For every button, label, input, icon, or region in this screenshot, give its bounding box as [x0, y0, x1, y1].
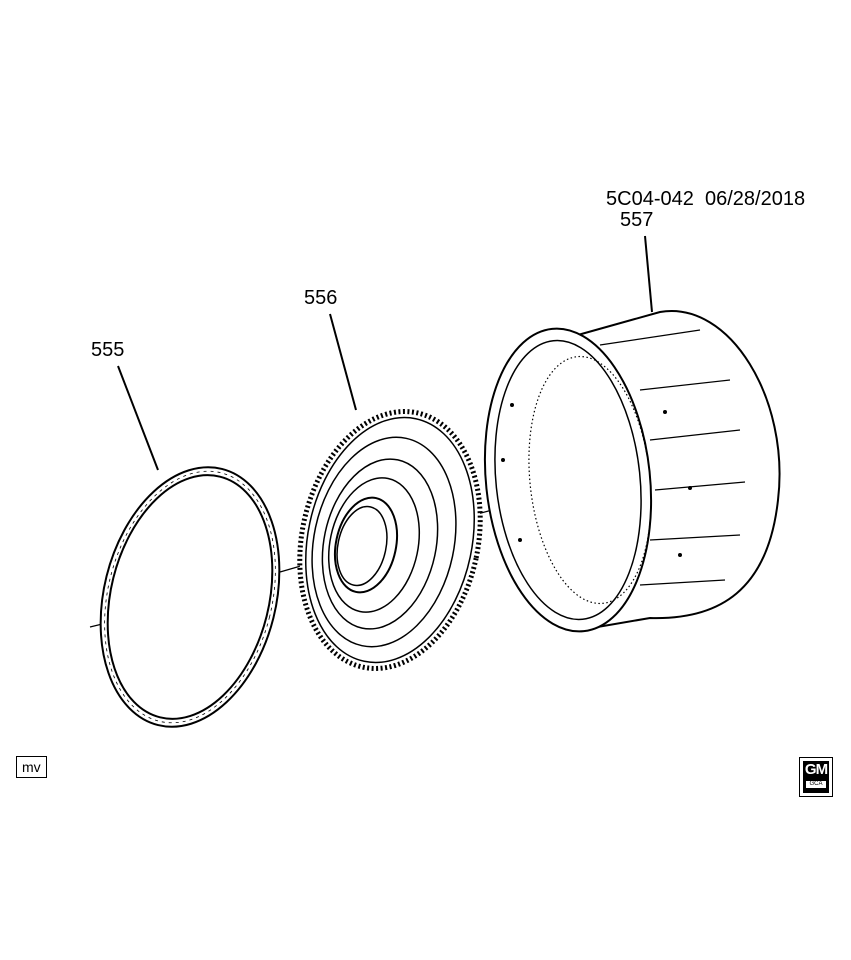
part-557-clutch-drum — [483, 310, 781, 633]
logo-subtext: GCA — [806, 781, 826, 788]
logo-text: GM — [804, 761, 828, 778]
part-555-snap-ring — [99, 466, 281, 728]
callout-555: 555 — [91, 339, 125, 361]
part-556-gear-plate — [297, 409, 483, 671]
diagram-code-date: 5C04-042 06/28/2018 — [606, 188, 805, 211]
callout-556: 556 — [304, 287, 338, 309]
corner-tag: mv — [16, 756, 47, 778]
callout-557: 557 — [620, 209, 654, 231]
leader-lines — [117, 235, 653, 471]
diagram-date: 06/28/2018 — [704, 188, 806, 210]
diagram-code: 5C04-042 — [606, 188, 694, 210]
gm-logo: GM GCA — [799, 757, 833, 797]
